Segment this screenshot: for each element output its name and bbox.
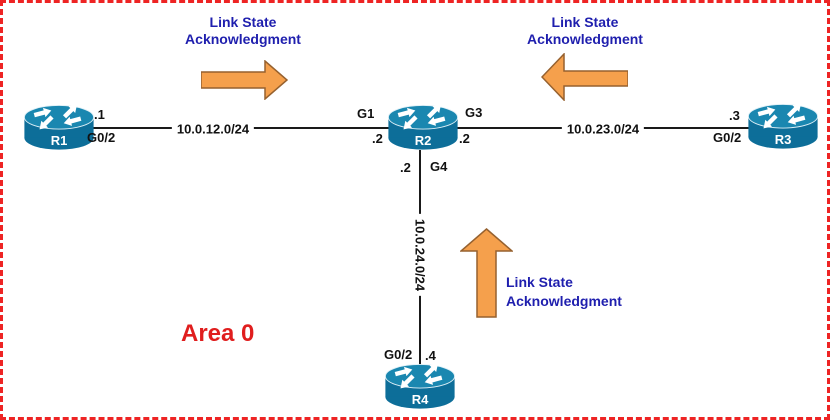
r3-ip-label: .3 (729, 108, 740, 123)
r2-g1-ip-label: .2 (372, 131, 383, 146)
lsack-caption-bottom-line2: Acknowledgment (506, 293, 622, 309)
router-r3-label: R3 (774, 132, 792, 147)
lsack-caption-right-line2: Acknowledgment (527, 31, 643, 47)
flow-arrow-left-icon (541, 53, 628, 101)
r2-g4-interface-label: G4 (430, 159, 448, 174)
subnet-label-10-0-12: 10.0.12.0/24 (171, 121, 255, 137)
router-r4: R4 (383, 363, 457, 416)
lsack-caption-right-line1: Link State (551, 14, 619, 30)
subnet-label-10-0-24: 10.0.24.0/24 (412, 213, 428, 297)
router-arrows-icon (397, 104, 446, 130)
router-r4-label: R4 (411, 392, 429, 407)
router-r1: R1 (22, 104, 96, 157)
r2-g4-ip-label: .2 (400, 160, 411, 175)
r2-g1-interface-label: G1 (357, 106, 375, 121)
r2-g3-ip-label: .2 (459, 131, 470, 146)
r1-ip-label: .1 (94, 107, 105, 122)
lsack-caption-bottom: Link State Acknowledgment (506, 273, 688, 311)
lsack-caption-bottom-line1: Link State (506, 274, 573, 290)
r1-interface-label: G0/2 (87, 130, 116, 145)
router-r1-label: R1 (50, 133, 68, 148)
router-icon (387, 104, 459, 150)
router-arrows-icon (394, 363, 443, 389)
router-r2: R2 (386, 104, 460, 157)
r3-interface-label: G0/2 (713, 130, 742, 145)
r2-g3-interface-label: G3 (465, 105, 483, 120)
router-icon (384, 363, 456, 409)
lsack-caption-right: Link State Acknowledgment (494, 14, 676, 48)
area-0-label: Area 0 (181, 320, 255, 347)
router-arrows-icon (757, 103, 806, 129)
flow-arrow-up-icon (460, 228, 513, 318)
flow-arrow-right-icon (201, 60, 288, 100)
router-icon (747, 103, 819, 149)
router-arrows-icon (33, 104, 82, 130)
router-r3: R3 (746, 103, 820, 156)
router-r2-label: R2 (414, 133, 432, 148)
r4-interface-label: G0/2 (384, 347, 413, 362)
router-icon (23, 104, 95, 150)
r4-ip-label: .4 (425, 348, 436, 363)
lsack-caption-left-line1: Link State (209, 14, 277, 30)
subnet-label-10-0-23: 10.0.23.0/24 (561, 121, 645, 137)
lsack-caption-left-line2: Acknowledgment (185, 31, 301, 47)
lsack-caption-left: Link State Acknowledgment (152, 14, 334, 48)
